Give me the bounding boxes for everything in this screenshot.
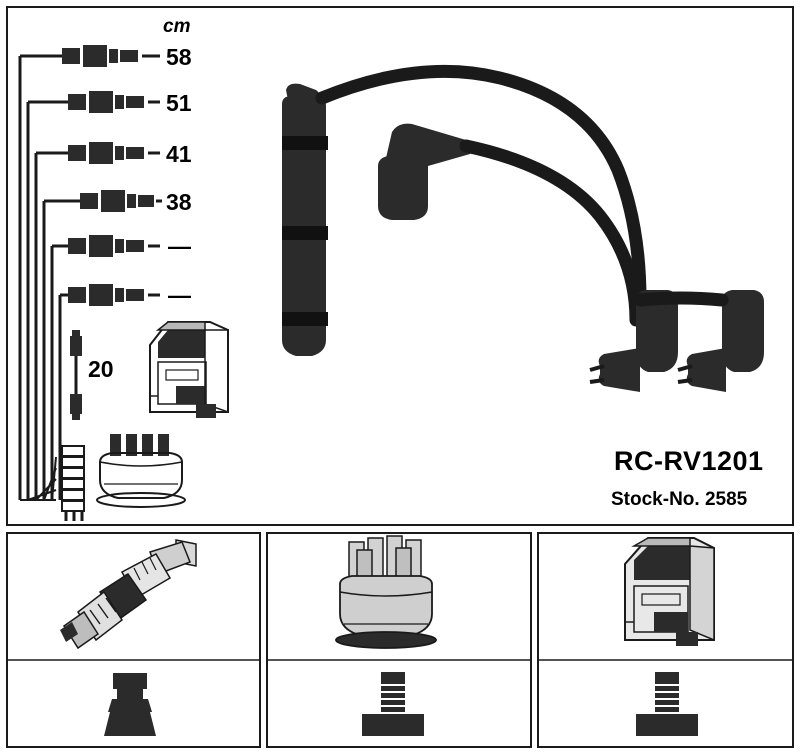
panel-spark-plug — [6, 532, 261, 748]
part-number: RC-RV1201 — [614, 446, 764, 476]
lead-length-label-1: 58 — [166, 44, 192, 70]
lead-length-label-3: 41 — [166, 141, 192, 167]
panel-distributor-cap — [266, 532, 532, 748]
unit-label: cm — [163, 16, 191, 37]
main-illustration-frame — [6, 6, 794, 526]
lead-length-label-2: 51 — [166, 90, 192, 116]
lead-length-label-4: 38 — [166, 189, 192, 215]
stock-number: Stock-No. 2585 — [611, 489, 748, 510]
panel-ignition-coil — [537, 532, 794, 748]
lead-length-label-5: — — [168, 233, 191, 259]
coil-lead-length-label: 20 — [88, 356, 114, 382]
lead-length-label-6: — — [168, 282, 191, 308]
